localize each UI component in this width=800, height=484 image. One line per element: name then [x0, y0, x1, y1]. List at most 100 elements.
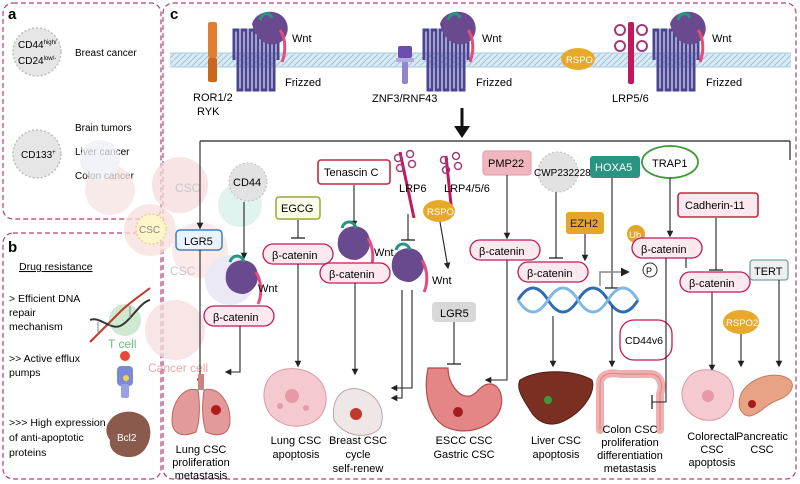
- znf3-label: ZNF3/RNF43: [372, 93, 437, 105]
- lungs-organ-icon: [171, 374, 231, 436]
- lrp6-label: LRP6: [399, 183, 427, 195]
- outcome-3-line-1: Breast CSC: [329, 435, 387, 447]
- frizzled-label-1: Frizzed: [285, 77, 321, 89]
- outcome-6-line-2: proliferation: [601, 437, 658, 449]
- panel-a-border: [2, 2, 162, 220]
- main-down-arrow: [454, 108, 470, 138]
- beta-catenin-box-6: [631, 237, 703, 259]
- t-cell: [109, 304, 141, 336]
- panel-b-label: b: [8, 239, 17, 256]
- beta-catenin-box-7: [679, 271, 751, 293]
- ezh2-label: EZH2: [570, 218, 598, 230]
- breast-organ-icon: [332, 388, 383, 436]
- beta-catenin-box-1: [203, 305, 275, 327]
- outcome-4-line-1: ESCC CSC: [436, 435, 493, 447]
- outcome-7-line-1: Colorectal: [687, 431, 737, 443]
- outcome-2-line-1: Lung CSC: [271, 435, 322, 447]
- outcome-7-line-2: CSC: [700, 444, 723, 456]
- beta-catenin-label-5: β-catenin: [527, 268, 572, 280]
- outcome-8-line-1: Pancreatic: [736, 431, 788, 443]
- dna-strand-icon: [516, 286, 640, 314]
- tenascin-box: [317, 159, 391, 185]
- outcome-6-line-1: Colon CSC: [602, 424, 657, 436]
- brain-tumors-label: Brain tumors: [75, 123, 132, 134]
- pmp22-label: PMP22: [488, 158, 524, 170]
- wnt-ligand-3-icon: [670, 11, 706, 63]
- drug-resistance-title: Drug resistance: [19, 261, 93, 273]
- csc-label-3: CSC: [170, 264, 196, 278]
- outcome-4-line-2: Gastric CSC: [433, 449, 494, 461]
- ryk-label: RYK: [197, 106, 220, 118]
- ezh2-box: [566, 212, 604, 234]
- beta-catenin-label-1: β-catenin: [213, 312, 258, 324]
- lgr5-label: LGR5: [184, 236, 213, 248]
- wnt-label-2: Wnt: [482, 33, 502, 45]
- frizzled-receptor-3-icon: [652, 28, 700, 92]
- hoxa5-label: HOXA5: [595, 162, 632, 174]
- bcl2-label: Bcl2: [117, 433, 137, 444]
- cadherin-box: [677, 192, 759, 218]
- lgr5-box: [175, 229, 223, 251]
- cd133-marker-label: CD133+: [21, 150, 56, 161]
- cd44-cell: CD44high/ CD24low/-: [12, 27, 62, 77]
- outcome-1-line-3: metastasis: [175, 470, 228, 482]
- cwp-molecule: [537, 151, 579, 193]
- lgr5-grey-label: LGR5: [440, 308, 469, 320]
- frizzled-receptor-2-icon: [422, 28, 470, 92]
- csc-label-2: CSC: [139, 225, 160, 236]
- bcl2-protein-icon: Bcl2: [106, 411, 151, 458]
- drug-item-3-line-1: >>> High expression: [9, 417, 106, 429]
- rspo-bubble: [423, 200, 455, 222]
- pancreas-organ-icon: [738, 374, 793, 417]
- wnt-complex-3-icon: [391, 242, 429, 293]
- rspo-membrane: [561, 48, 595, 70]
- ub-label: Ub: [629, 230, 641, 241]
- wnt-label-c3: Wnt: [432, 275, 452, 287]
- cd44v6-label: CD44v6: [625, 335, 663, 347]
- csc-label-1: CSC: [175, 181, 201, 195]
- beta-catenin-box-5: [517, 261, 589, 283]
- drug-item-1-line-1: > Efficient DNA: [9, 293, 80, 305]
- outcome-1-line-1: Lung CSC: [176, 444, 227, 456]
- cell-membrane: [170, 53, 791, 67]
- beta-catenin-box-4: [469, 239, 541, 261]
- panel-c-label: c: [170, 6, 178, 23]
- lrp-label: LRP5/6: [612, 93, 649, 105]
- rspo-bubble-label: RSPO: [427, 207, 454, 218]
- egcg-box: [275, 196, 321, 220]
- liver-organ-icon: [518, 371, 594, 425]
- rspo2-label: RSPO2: [726, 318, 758, 329]
- breast-cancer-label: Breast cancer: [75, 48, 137, 59]
- drug-item-1-line-3: mechanism: [9, 321, 63, 333]
- frizzled-label-2: Frizzed: [476, 77, 512, 89]
- trap1-label: TRAP1: [652, 158, 687, 170]
- outcome-6-line-4: metastasis: [604, 463, 657, 475]
- lrp456-label: LRP4/5/6: [444, 183, 490, 195]
- panel-a-label: a: [8, 6, 17, 23]
- cancer-cell-label: Cancer cell: [148, 361, 208, 375]
- apoptotic-cell-icon: [263, 368, 327, 427]
- outcome-7-line-3: apoptosis: [688, 457, 736, 469]
- beta-catenin-label-6: β-catenin: [641, 244, 686, 256]
- wnt-label-1: Wnt: [292, 33, 312, 45]
- rspo2-oval: [723, 310, 759, 334]
- wnt-ligand-2-icon: [440, 11, 476, 63]
- wnt-label-3: Wnt: [712, 33, 732, 45]
- tert-label: TERT: [754, 266, 783, 278]
- ror-receptor-icon: [208, 22, 217, 82]
- outcome-3-line-3: self-renew: [333, 463, 384, 475]
- drug-item-2-line-2: pumps: [9, 367, 41, 379]
- beta-catenin-label-3: β-catenin: [329, 269, 374, 281]
- frizzled-label-3: Frizzed: [706, 77, 742, 89]
- drug-item-3-line-3: proteins: [9, 447, 46, 459]
- beta-catenin-label-4: β-catenin: [479, 246, 524, 258]
- cwp-label: CWP232228: [534, 168, 591, 179]
- t-cell-label: T cell: [108, 337, 136, 351]
- efflux-pump-icon: [117, 351, 133, 398]
- beta-catenin-label-2: β-catenin: [272, 250, 317, 262]
- outcome-2-line-2: apoptosis: [272, 449, 320, 461]
- p-badge: [642, 262, 658, 278]
- cd44v6-box: [619, 319, 673, 361]
- stomach-organ-icon: [425, 367, 503, 432]
